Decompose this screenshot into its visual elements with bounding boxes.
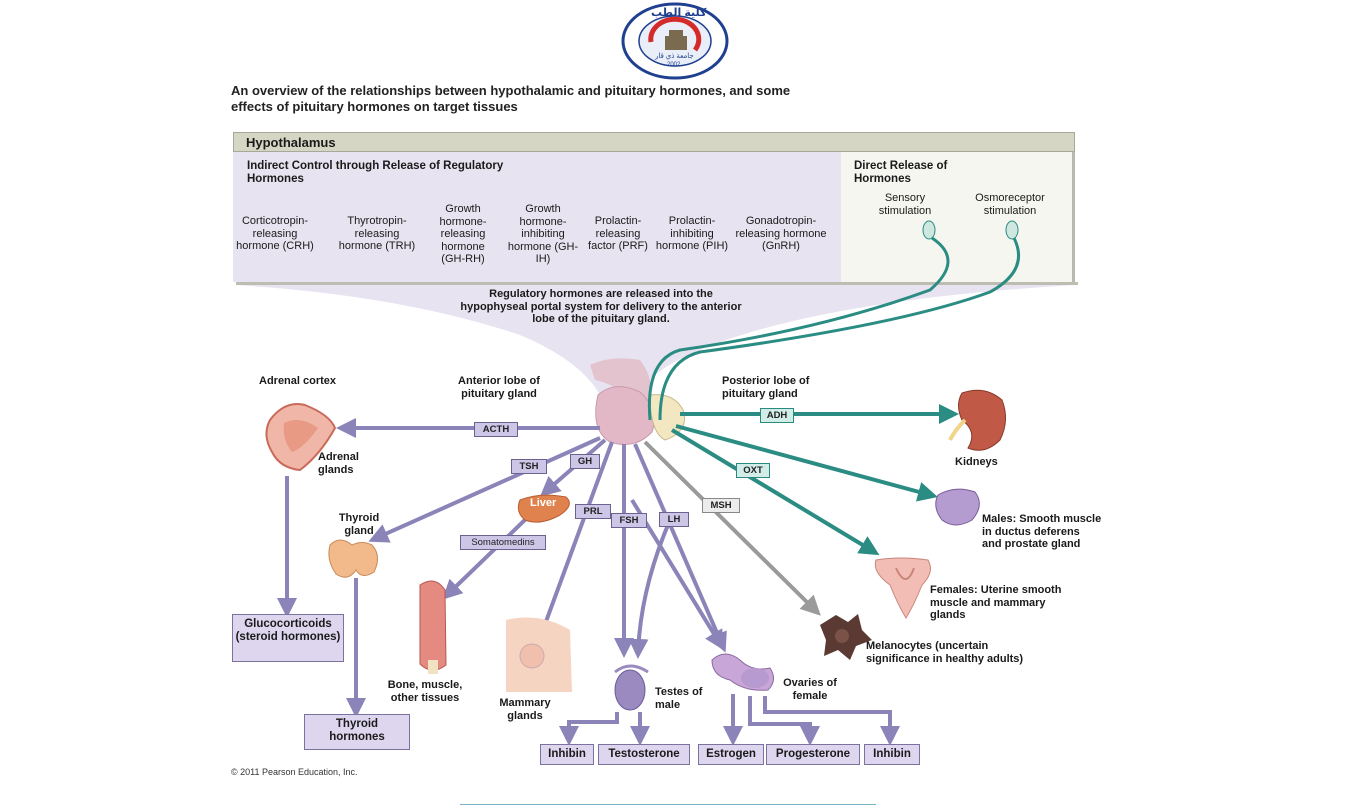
tsh-arrow bbox=[368, 436, 601, 543]
adrenal-glands-label: Adrenal glands bbox=[318, 451, 359, 476]
thyroid-illustration bbox=[328, 539, 378, 578]
panel-shadow bbox=[236, 282, 1078, 285]
lh-arrow-ovaries bbox=[633, 443, 727, 653]
testes-label: Testes of male bbox=[655, 686, 703, 711]
progesterone-box: Progesterone bbox=[766, 744, 860, 765]
portal-system-note: Regulatory hormones are released into th… bbox=[460, 288, 742, 325]
direct-release-panel bbox=[841, 152, 1075, 282]
tag-fsh: FSH bbox=[611, 513, 647, 528]
indirect-control-panel bbox=[233, 152, 841, 282]
thyroid-gland-label: Thyroid gland bbox=[338, 512, 380, 537]
sensory-neuron bbox=[647, 236, 950, 421]
bone-muscle-label: Bone, muscle, other tissues bbox=[387, 679, 463, 704]
osmoreceptor bbox=[1005, 220, 1019, 240]
prostate-illustration bbox=[935, 488, 980, 526]
msh-arrow bbox=[643, 440, 821, 616]
lh-arrow-testes bbox=[628, 519, 672, 659]
somatomedins-arrow bbox=[442, 513, 532, 600]
males-target-label: Males: Smooth muscle in ductus deferens … bbox=[982, 513, 1102, 550]
logo-year: 2002 bbox=[667, 62, 681, 68]
portal-funnel bbox=[236, 285, 1075, 395]
anterior-lobe-label: Anterior lobe of pituitary gland bbox=[458, 375, 540, 400]
prl-arrow bbox=[533, 441, 614, 650]
liver-label: Liver bbox=[530, 497, 557, 509]
hormone-pih: Prolactin-inhibiting hormone (PIH) bbox=[655, 215, 729, 252]
bottom-rule bbox=[460, 804, 876, 805]
hypothalamus-header: Hypothalamus bbox=[233, 132, 1075, 152]
tag-prl: PRL bbox=[575, 504, 611, 519]
indirect-control-title: Indirect Control through Release of Regu… bbox=[247, 160, 504, 185]
uterus-illustration bbox=[874, 557, 931, 619]
testes-to-inhibin bbox=[559, 712, 619, 746]
glucocorticoids-box: Glucocorticoids (steroid hormones) bbox=[232, 614, 344, 662]
liver-illustration bbox=[517, 494, 570, 523]
mammary-glands-label: Mammary glands bbox=[499, 697, 551, 722]
tag-somatomedins: Somatomedins bbox=[460, 535, 546, 550]
estrogen-box: Estrogen bbox=[698, 744, 764, 765]
direct-release-title: Direct Release of Hormones bbox=[854, 160, 948, 185]
tag-tsh: TSH bbox=[511, 459, 547, 474]
osmoreceptor-stimulation-label: Osmoreceptor stimulation bbox=[975, 192, 1045, 217]
sensory-stimulation-label: Sensory stimulation bbox=[878, 192, 932, 217]
hormone-prf: Prolactin-releasing factor (PRF) bbox=[588, 215, 648, 252]
oxt-arrow-males bbox=[675, 424, 938, 502]
hormone-trh: Thyrotropin-releasing hormone (TRH) bbox=[338, 215, 416, 252]
hormone-gnrh: Gonadotropin-releasing hormone (GnRH) bbox=[735, 215, 827, 252]
osmoreceptor-neuron bbox=[658, 237, 1020, 421]
tag-msh: MSH bbox=[702, 498, 740, 513]
oxt-arrow-females bbox=[670, 428, 880, 556]
testosterone-box: Testosterone bbox=[598, 744, 690, 765]
copyright: © 2011 Pearson Education, Inc. bbox=[231, 767, 358, 777]
tag-lh: LH bbox=[659, 512, 689, 527]
anterior-lobe-shape bbox=[595, 386, 655, 445]
ovaries-label: Ovaries of female bbox=[783, 677, 837, 702]
logo-text-top: كلية الطب bbox=[651, 7, 707, 19]
ovaries-to-progesterone bbox=[748, 696, 820, 746]
kidney-illustration bbox=[958, 389, 1006, 451]
thyroid-hormones-box: Thyroid hormones bbox=[304, 714, 410, 750]
kidneys-label: Kidneys bbox=[955, 456, 998, 468]
melanocytes-label: Melanocytes (uncertain significance in h… bbox=[866, 640, 1024, 665]
tag-oxt: OXT bbox=[736, 463, 770, 478]
page-title: An overview of the relationships between… bbox=[231, 83, 791, 114]
hormone-crh: Corticotropin-releasing hormone (CRH) bbox=[236, 215, 314, 252]
testes-illustration bbox=[614, 669, 646, 711]
hormone-gh-ih: Growth hormone-inhibiting hormone (GH-IH… bbox=[507, 203, 579, 265]
tag-adh: ADH bbox=[760, 408, 794, 423]
females-target-label: Females: Uterine smooth muscle and mamma… bbox=[930, 584, 1062, 621]
inhibin-female-box: Inhibin bbox=[864, 744, 920, 765]
college-logo: كلية الطب جامعة ذي قار 2002 bbox=[621, 2, 729, 80]
posterior-lobe-label: Posterior lobe of pituitary gland bbox=[722, 375, 810, 400]
fsh-arrow-ovaries bbox=[630, 498, 725, 651]
bone-muscle-illustration bbox=[419, 580, 447, 671]
inhibin-male-box: Inhibin bbox=[540, 744, 594, 765]
tag-gh: GH bbox=[570, 454, 600, 469]
hormone-gh-rh: Growth hormone-releasing hormone (GH-RH) bbox=[439, 203, 487, 265]
sensory-receptor bbox=[922, 220, 936, 240]
tag-acth: ACTH bbox=[474, 422, 518, 437]
adrenal-cortex-label: Adrenal cortex bbox=[259, 375, 337, 387]
ovaries-to-inhibin bbox=[763, 696, 900, 746]
logo-text-inner: جامعة ذي قار bbox=[655, 53, 694, 60]
